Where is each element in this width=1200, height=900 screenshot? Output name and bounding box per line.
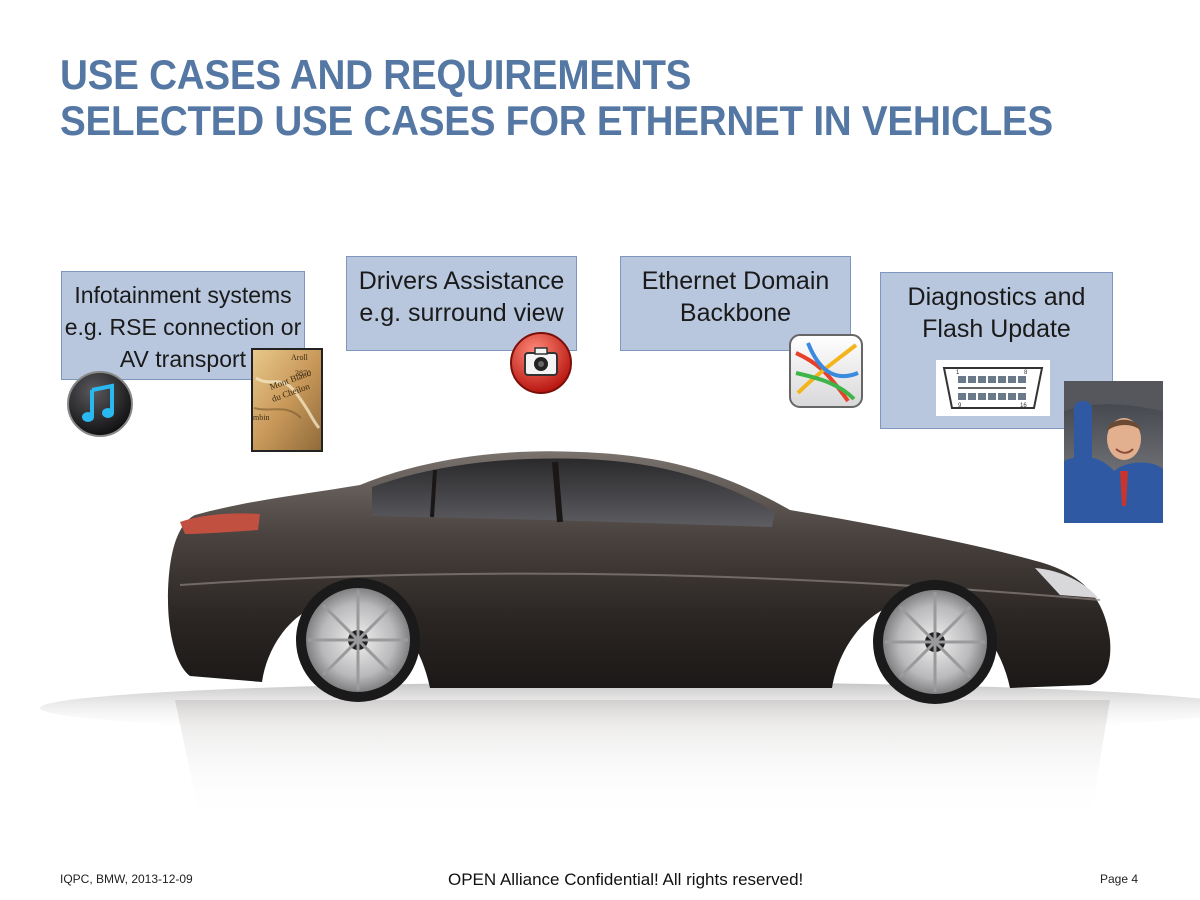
map-icon: Aroll 3870 Mont Blanc du Cheilon mbin — [251, 348, 323, 452]
footer-left: IQPC, BMW, 2013-12-09 — [60, 872, 193, 886]
network-map-icon — [789, 334, 863, 408]
obd-pin-16: 16 — [1020, 403, 1027, 409]
title-line-2: SELECTED USE CASES FOR ETHERNET IN VEHIC… — [60, 97, 1053, 144]
diagnostics-line-1: Diagnostics and — [907, 283, 1086, 311]
obd-pin-9: 9 — [958, 403, 962, 409]
title-line-1: USE CASES AND REQUIREMENTS — [60, 51, 692, 98]
infotainment-line-3: AV transport — [119, 346, 247, 372]
footer-page-number: Page 4 — [1100, 872, 1139, 886]
map-label-mbin: mbin — [253, 413, 269, 422]
drivers-line-1: Drivers Assistance — [358, 267, 565, 295]
obd-pin-1: 1 — [956, 370, 960, 376]
obd-connector-icon: 1 8 9 16 — [936, 360, 1050, 416]
music-note-icon — [67, 371, 133, 437]
map-label-aroll: Aroll — [291, 353, 309, 362]
use-case-diagnostics-box: Diagnostics and Flash Update — [880, 272, 1113, 429]
drivers-line-2: e.g. surround view — [359, 299, 564, 327]
footer-confidential: OPEN Alliance Confidential! All rights r… — [448, 870, 804, 889]
infotainment-line-1: Infotainment systems — [74, 282, 292, 308]
ethernet-line-1: Ethernet Domain — [641, 267, 830, 295]
camera-icon — [510, 332, 572, 394]
map-label-3870: 3870 — [295, 369, 311, 378]
use-case-drivers-assistance-box: Drivers Assistance e.g. surround view — [346, 256, 577, 351]
diagnostics-line-2: Flash Update — [922, 315, 1071, 343]
obd-pin-8: 8 — [1024, 370, 1028, 376]
mechanic-photo — [1064, 381, 1163, 523]
ethernet-line-2: Backbone — [679, 299, 792, 327]
infotainment-line-2: e.g. RSE connection or — [64, 314, 302, 340]
